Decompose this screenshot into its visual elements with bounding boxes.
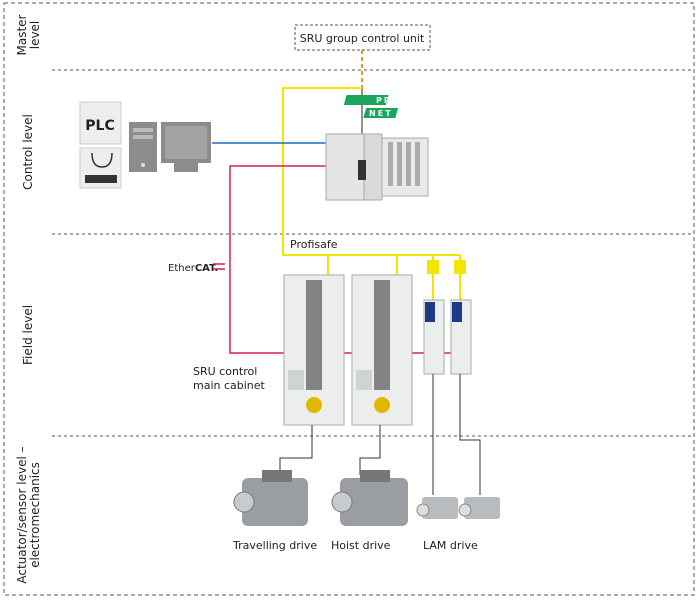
pc-tower-icon <box>129 122 157 172</box>
level-label-control: Control level <box>21 114 35 190</box>
level-label-field: Field level <box>21 305 35 365</box>
drive-label-hoist: Hoist drive <box>331 539 391 552</box>
level-label-actuator: Actuator/sensor level –electromechanics <box>15 446 42 583</box>
compact-drive-module <box>423 299 445 375</box>
motor-cables <box>279 374 481 495</box>
controller-device <box>325 133 429 201</box>
hoist-drive-motor <box>331 470 408 526</box>
safety-module-connector <box>427 260 439 274</box>
plc-icon <box>79 101 122 145</box>
svg-text:NET: NET <box>369 109 393 118</box>
profisafe-label: Profisafe <box>290 238 338 251</box>
profinet-logo: PROFI NET <box>343 95 413 118</box>
servo-inverter <box>283 274 345 426</box>
svg-text:PROFI: PROFI <box>376 96 413 105</box>
drive-label-travelling: Travelling drive <box>232 539 317 552</box>
monitor-icon <box>161 122 211 172</box>
travelling-drive-motor <box>233 470 308 526</box>
outer-frame <box>3 2 695 596</box>
drive-label-lam: LAM drive <box>423 539 478 552</box>
servo-inverter <box>351 274 413 426</box>
diagnostics-icon <box>79 147 122 189</box>
ethercat-logo: EtherCAT. <box>168 263 218 274</box>
plc-label: PLC <box>85 118 114 134</box>
lam-drive-motor <box>416 497 458 519</box>
compact-drive-module <box>450 299 472 375</box>
level-label-master: Masterlevel <box>15 14 42 55</box>
ethercat-line <box>229 165 465 354</box>
lam-drive-motor <box>458 497 500 519</box>
safety-module-connector <box>454 260 466 274</box>
ethercat-arrows-icon <box>213 263 225 270</box>
group-control-unit-label: SRU group control unit <box>300 32 425 45</box>
